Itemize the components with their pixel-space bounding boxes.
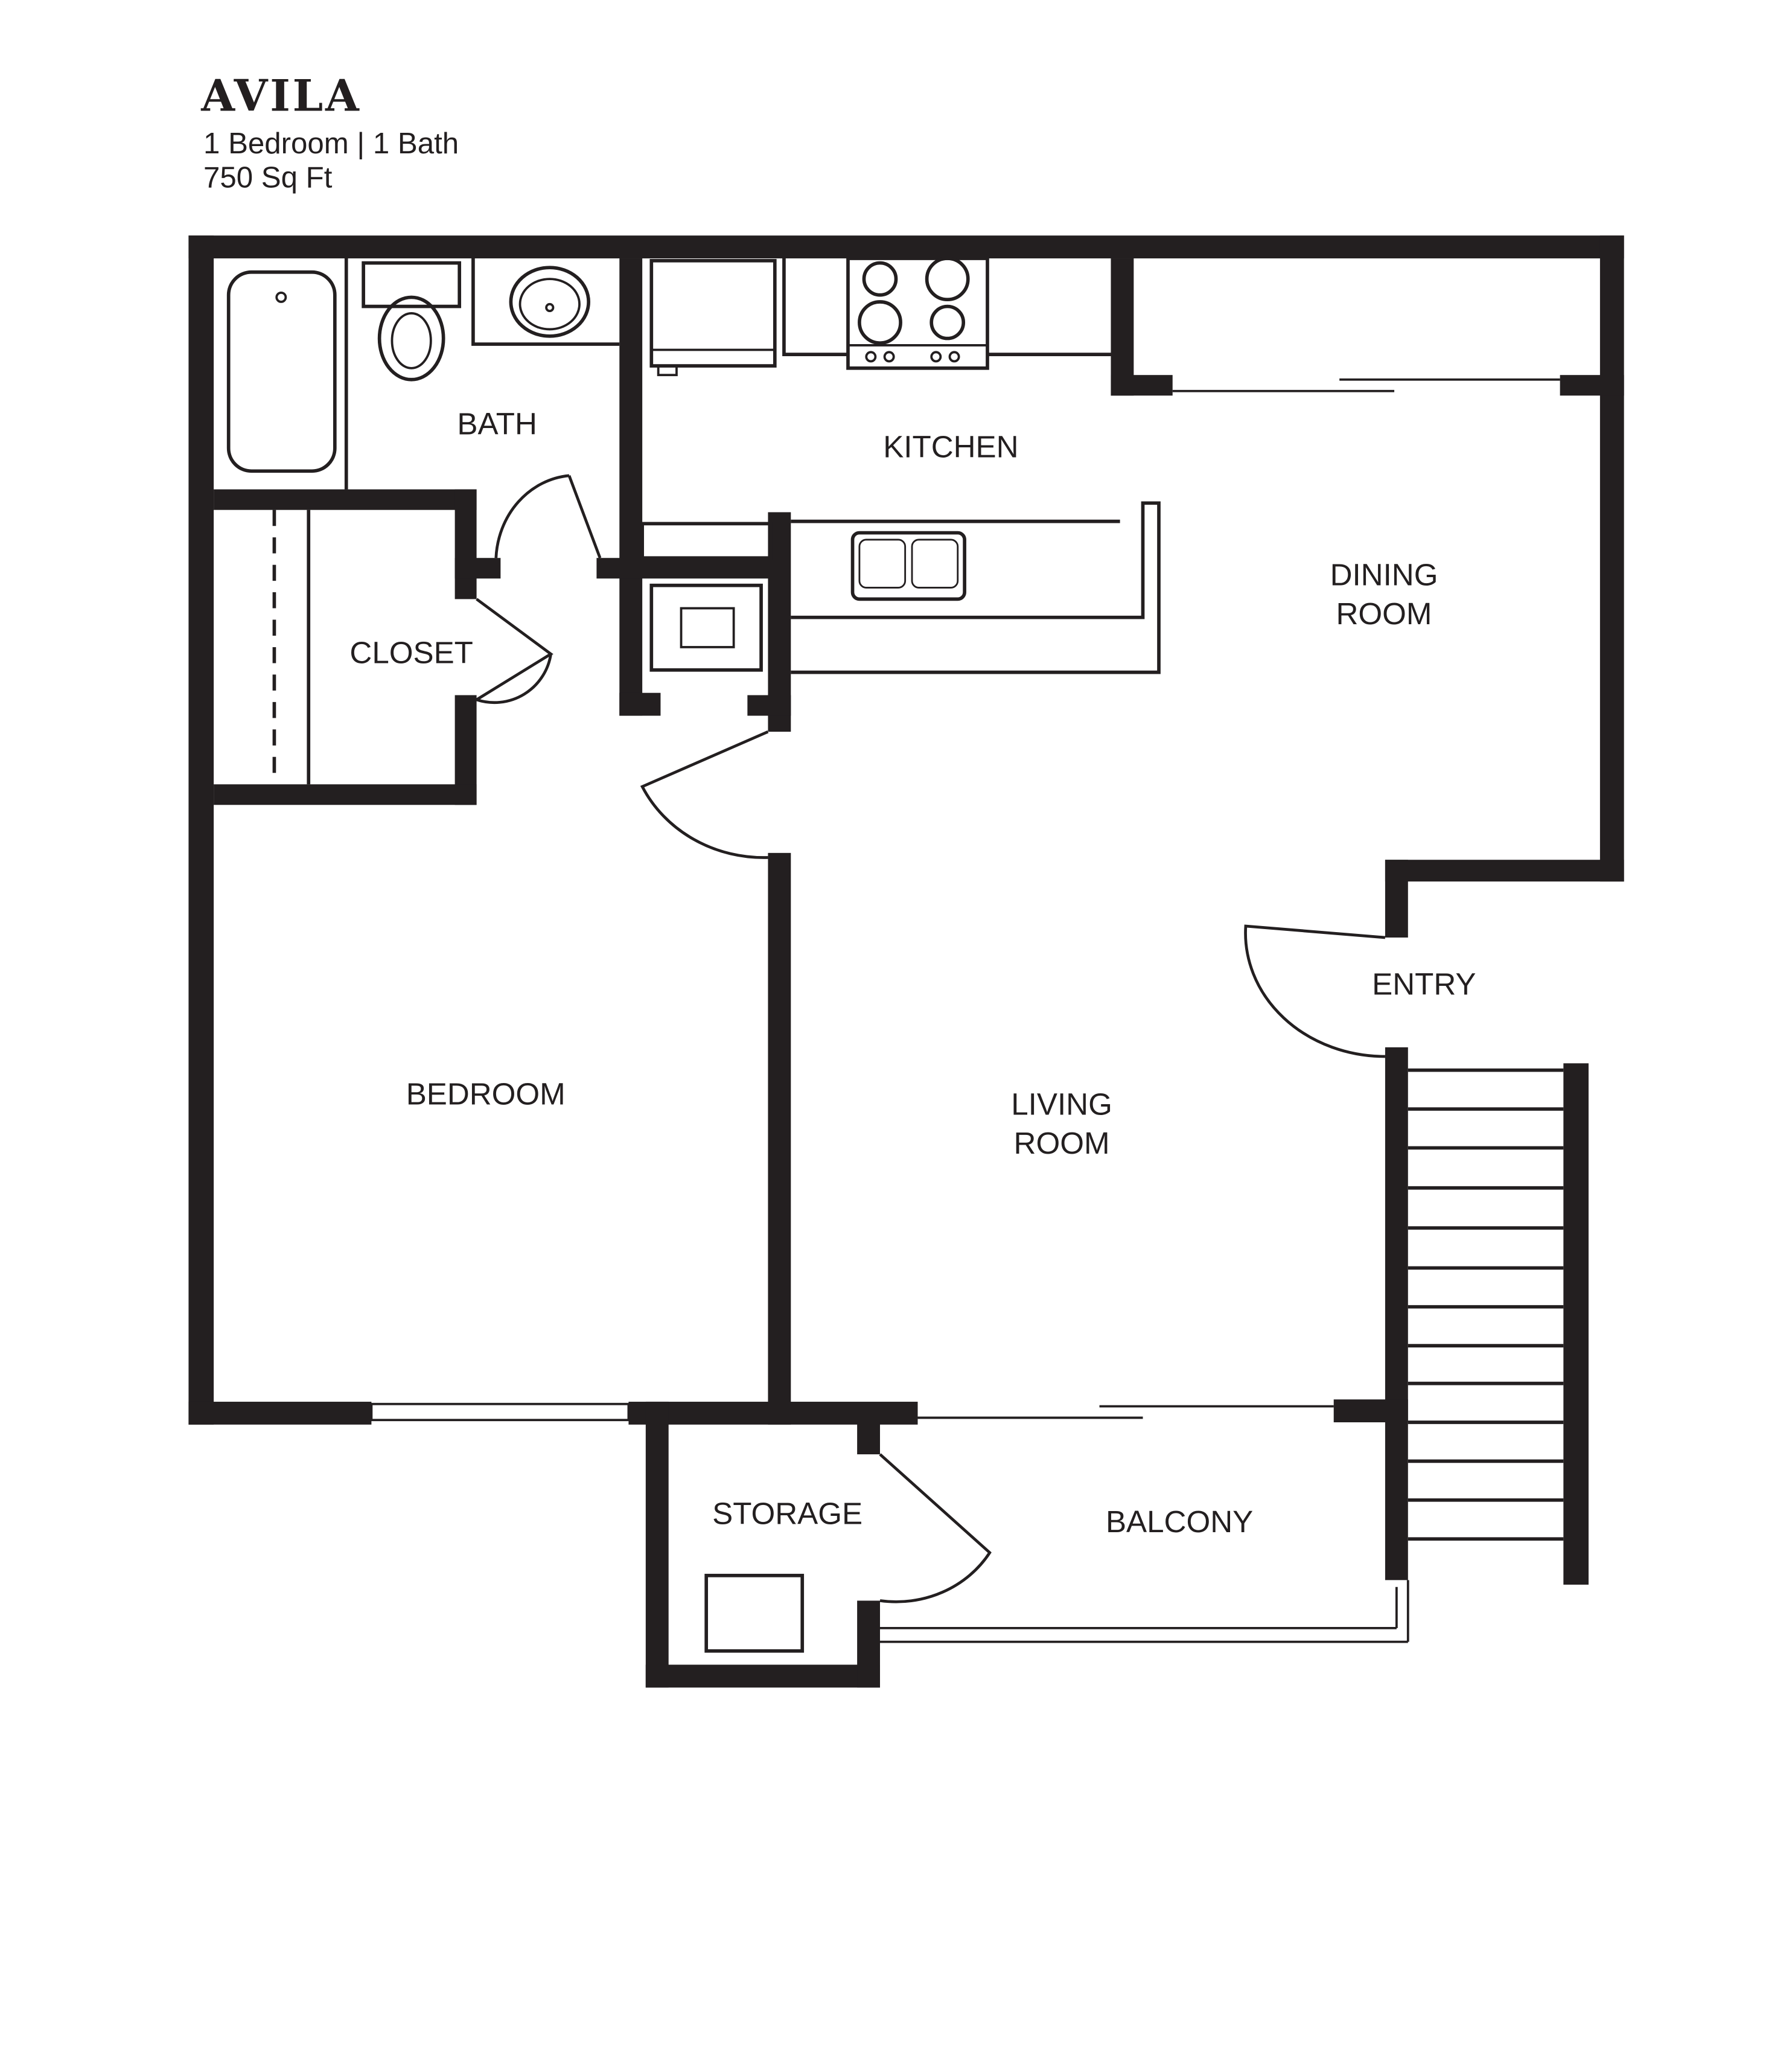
room-label-living-1: LIVING xyxy=(1011,1087,1112,1122)
closet-fixtures xyxy=(272,510,311,785)
bath-fixtures xyxy=(226,258,620,490)
area-label: 750 Sq Ft xyxy=(203,161,333,194)
storage-fixtures xyxy=(704,1573,805,1653)
balcony-sliding-door xyxy=(917,1405,1334,1419)
plan-title: AVILA xyxy=(200,70,361,121)
bedroom-window xyxy=(370,1402,630,1422)
room-label-bath: BATH xyxy=(457,407,537,441)
bathtub-icon xyxy=(226,270,337,473)
interior-walls xyxy=(214,258,1624,1425)
stove-icon xyxy=(846,257,989,370)
kitchen-fixtures xyxy=(640,257,1161,674)
storage-door xyxy=(879,1453,992,1603)
room-labels: BATH KITCHEN DINING ROOM CLOSET ENTRY BE… xyxy=(349,407,1476,1539)
dishwasher-icon xyxy=(649,583,763,672)
dining-sliding-door xyxy=(1172,378,1560,392)
room-label-living-2: ROOM xyxy=(1014,1126,1110,1160)
toilet-icon xyxy=(362,261,462,382)
doors xyxy=(476,474,1386,1603)
refrigerator-icon xyxy=(649,258,777,377)
closet-door xyxy=(476,598,553,705)
room-label-storage: STORAGE xyxy=(712,1497,863,1531)
plan-header: AVILA 1 Bedroom | 1 Bath 750 Sq Ft xyxy=(200,70,459,194)
room-label-balcony: BALCONY xyxy=(1106,1504,1253,1539)
beds-baths-label: 1 Bedroom | 1 Bath xyxy=(203,127,459,160)
bath-door xyxy=(494,474,602,559)
room-label-entry: ENTRY xyxy=(1372,967,1476,1002)
balcony-railing xyxy=(879,1580,1409,1643)
exterior-stairs xyxy=(1408,1068,1564,1541)
room-label-bedroom: BEDROOM xyxy=(406,1076,566,1111)
bedroom-door xyxy=(640,730,769,859)
sink-icon xyxy=(509,266,590,338)
water-heater-icon xyxy=(704,1573,805,1653)
entry-door xyxy=(1244,924,1386,1058)
room-label-kitchen: KITCHEN xyxy=(883,430,1018,464)
kitchen-sink-icon xyxy=(850,531,966,601)
room-label-closet: CLOSET xyxy=(349,635,473,669)
room-label-dining-1: DINING xyxy=(1330,558,1438,592)
room-label-dining-2: ROOM xyxy=(1336,596,1432,631)
